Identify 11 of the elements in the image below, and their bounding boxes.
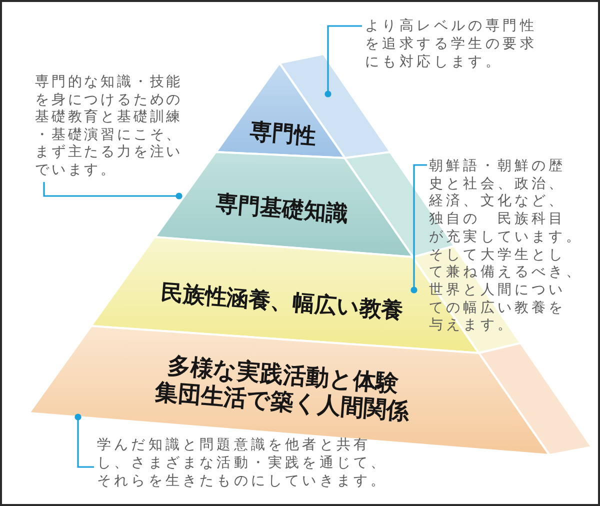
callout-text: より高レベルの専門性を追求する学生の要求にも対応します。 xyxy=(365,17,537,71)
leader-line xyxy=(74,414,94,468)
leader-line xyxy=(410,164,427,294)
callout-text: 専門的な知識・技能を身につけるための基礎教育と基礎訓練・基礎演習にこそ、まず主たる力を注いでいます。 xyxy=(35,74,183,179)
layer-label: 専門性 xyxy=(249,120,317,150)
leader-line xyxy=(324,25,362,98)
layer-label: 専門基礎知識 xyxy=(215,192,349,228)
leader-line xyxy=(43,182,182,200)
callout-text: 学んだ知識と問題意識を他者と共有し、さまざまな活動・実践を通じて、それらを生きたものにしていきます。 xyxy=(97,436,388,490)
callout-text: 朝鮮語・朝鮮の歴史と社会、政治、経済、文化など、独自の 民族科目が充実しています。そして大学生として兼ね備えるべき、世界と人間についての幅広い教養を与えます。 xyxy=(429,158,583,336)
layer-label: 民族性涵養、幅広い教養 xyxy=(160,281,404,325)
